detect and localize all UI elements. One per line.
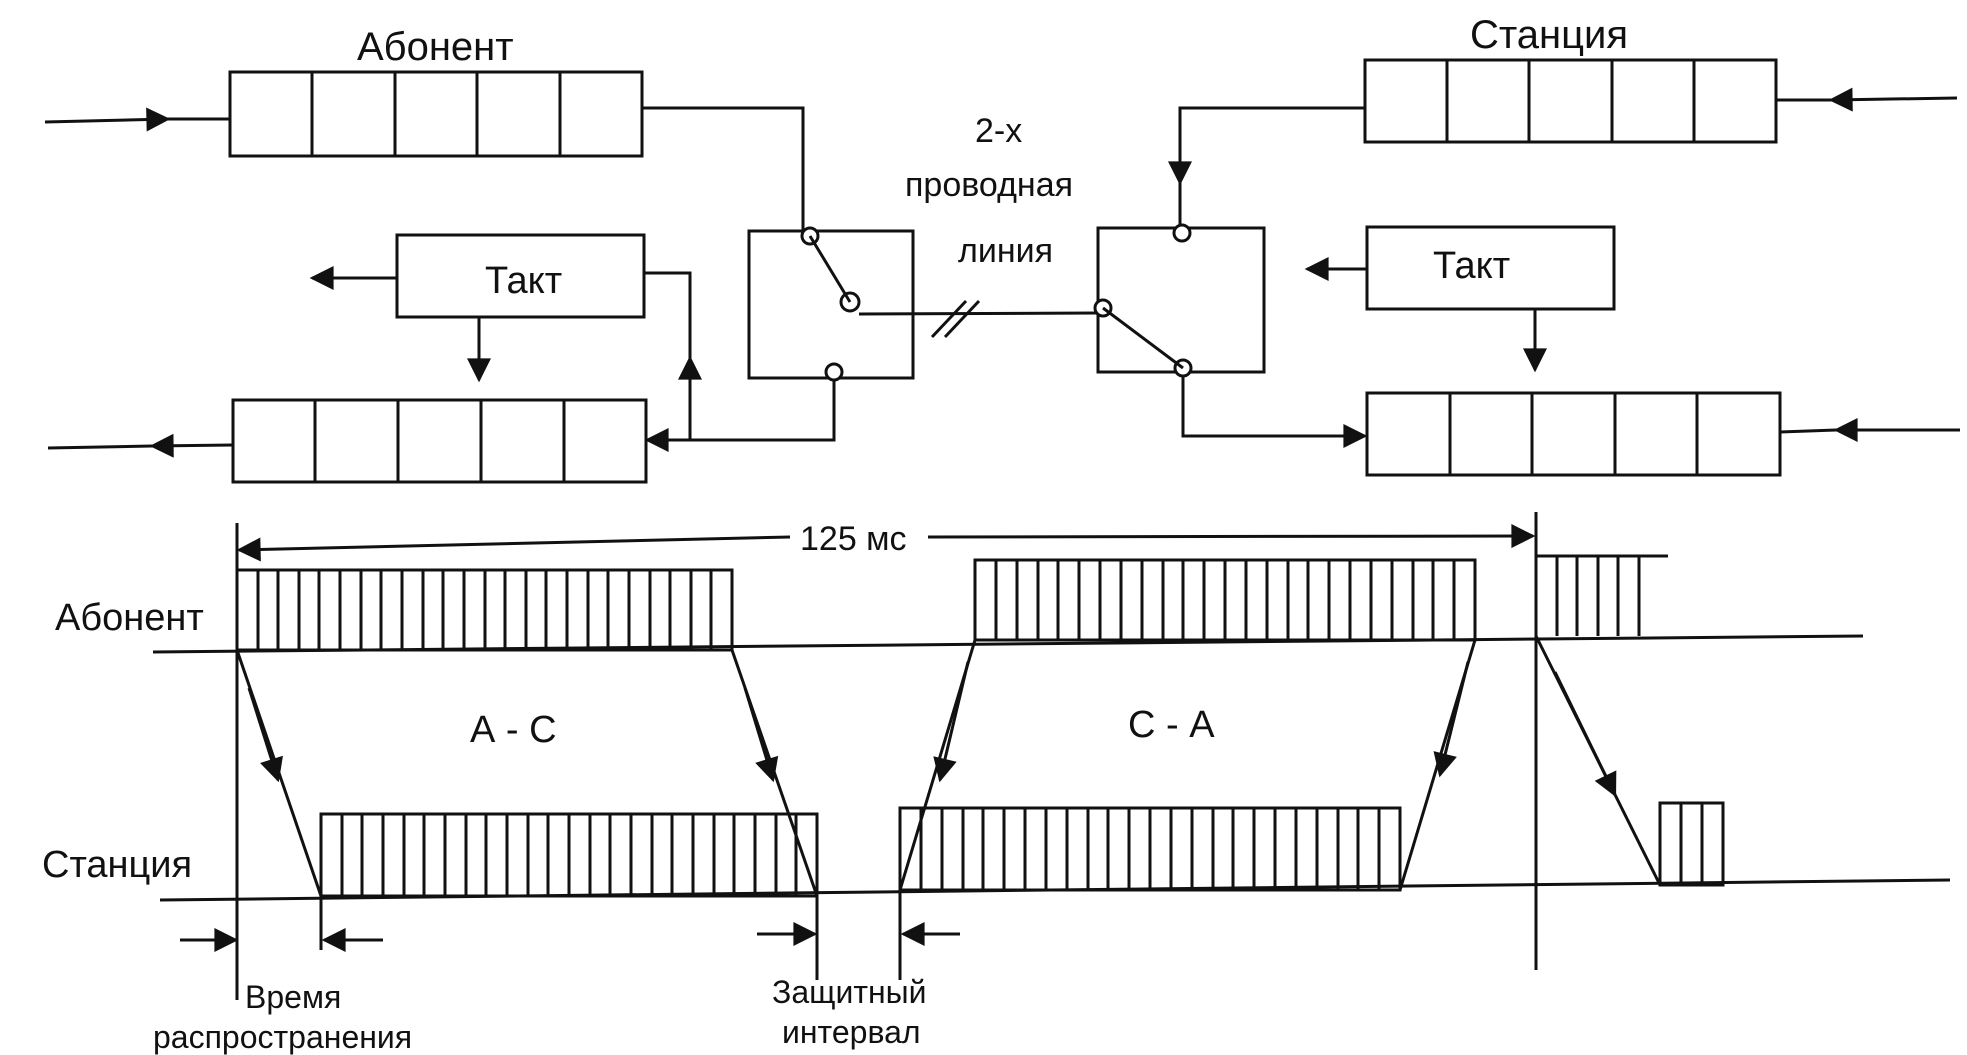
burst-subscriber-next [1534, 554, 1668, 636]
period-arrow-left [236, 535, 791, 562]
station-rx-input-line [1779, 428, 1837, 434]
station-row-label: Станция [42, 844, 192, 886]
propagation-ac-end-arrow [743, 687, 779, 783]
subscriber-register-label: Абонент [357, 25, 514, 69]
direction-ca-label: С - А [1128, 704, 1215, 746]
two-wire-line [858, 311, 1100, 316]
station-switch [1093, 223, 1266, 378]
propagation-label-2: распространения [153, 1019, 412, 1055]
station-switch-to-rx [1181, 376, 1300, 438]
line-label-3: линия [958, 232, 1053, 270]
subscriber-switch-to-rx [728, 378, 836, 442]
subscriber-tx-to-switch [642, 106, 805, 233]
station-tx-to-switch [1178, 106, 1365, 180]
propagation-ca-end-arrow [1433, 661, 1470, 778]
burst-subscriber-ca [973, 558, 1477, 642]
burst-station-ac [319, 812, 819, 898]
subscriber-clock-feedback [644, 271, 692, 440]
direction-ac-label: А - С [470, 709, 557, 751]
subscriber-rx-output-line [47, 444, 153, 450]
guard-label-1: Защитный [772, 974, 927, 1010]
subscriber-switch [747, 226, 915, 382]
propagation-ac-start-arrow [247, 687, 283, 783]
propagation-ac-start [235, 649, 323, 897]
propagation-label-1: Время [245, 979, 341, 1015]
subscriber-clock-box [395, 233, 646, 319]
subscriber-tx-register [228, 70, 644, 158]
station-register-label: Станция [1470, 13, 1628, 57]
two-wire-tick-2 [943, 299, 981, 339]
burst-station-next [1658, 801, 1725, 887]
propagation-ca-start-arrow [933, 661, 970, 783]
subscriber-tx-input-arrow [44, 107, 171, 132]
two-wire-tick-1 [930, 299, 968, 339]
subscriber-row-label: Абонент [55, 597, 204, 639]
line-label-2: проводная [905, 166, 1073, 204]
station-rx-register [1365, 391, 1782, 477]
subscriber-rx-register [231, 398, 648, 484]
guard-label-2: интервал [782, 1014, 921, 1050]
burst-subscriber-ac [235, 568, 734, 652]
period-label: 125 мс [800, 520, 907, 558]
station-clock-label: Такт [1433, 245, 1510, 287]
burst-station-ca [898, 806, 1402, 892]
station-tx-register [1363, 58, 1778, 144]
propagation-next-arrow [1553, 671, 1617, 798]
period-arrow-right [927, 524, 1536, 549]
subscriber-clock-label: Такт [485, 260, 562, 302]
subscriber-rx-output-arrow [149, 433, 234, 458]
station-tx-input-arrow [1828, 87, 1958, 112]
line-label-1: 2-х [975, 112, 1022, 150]
